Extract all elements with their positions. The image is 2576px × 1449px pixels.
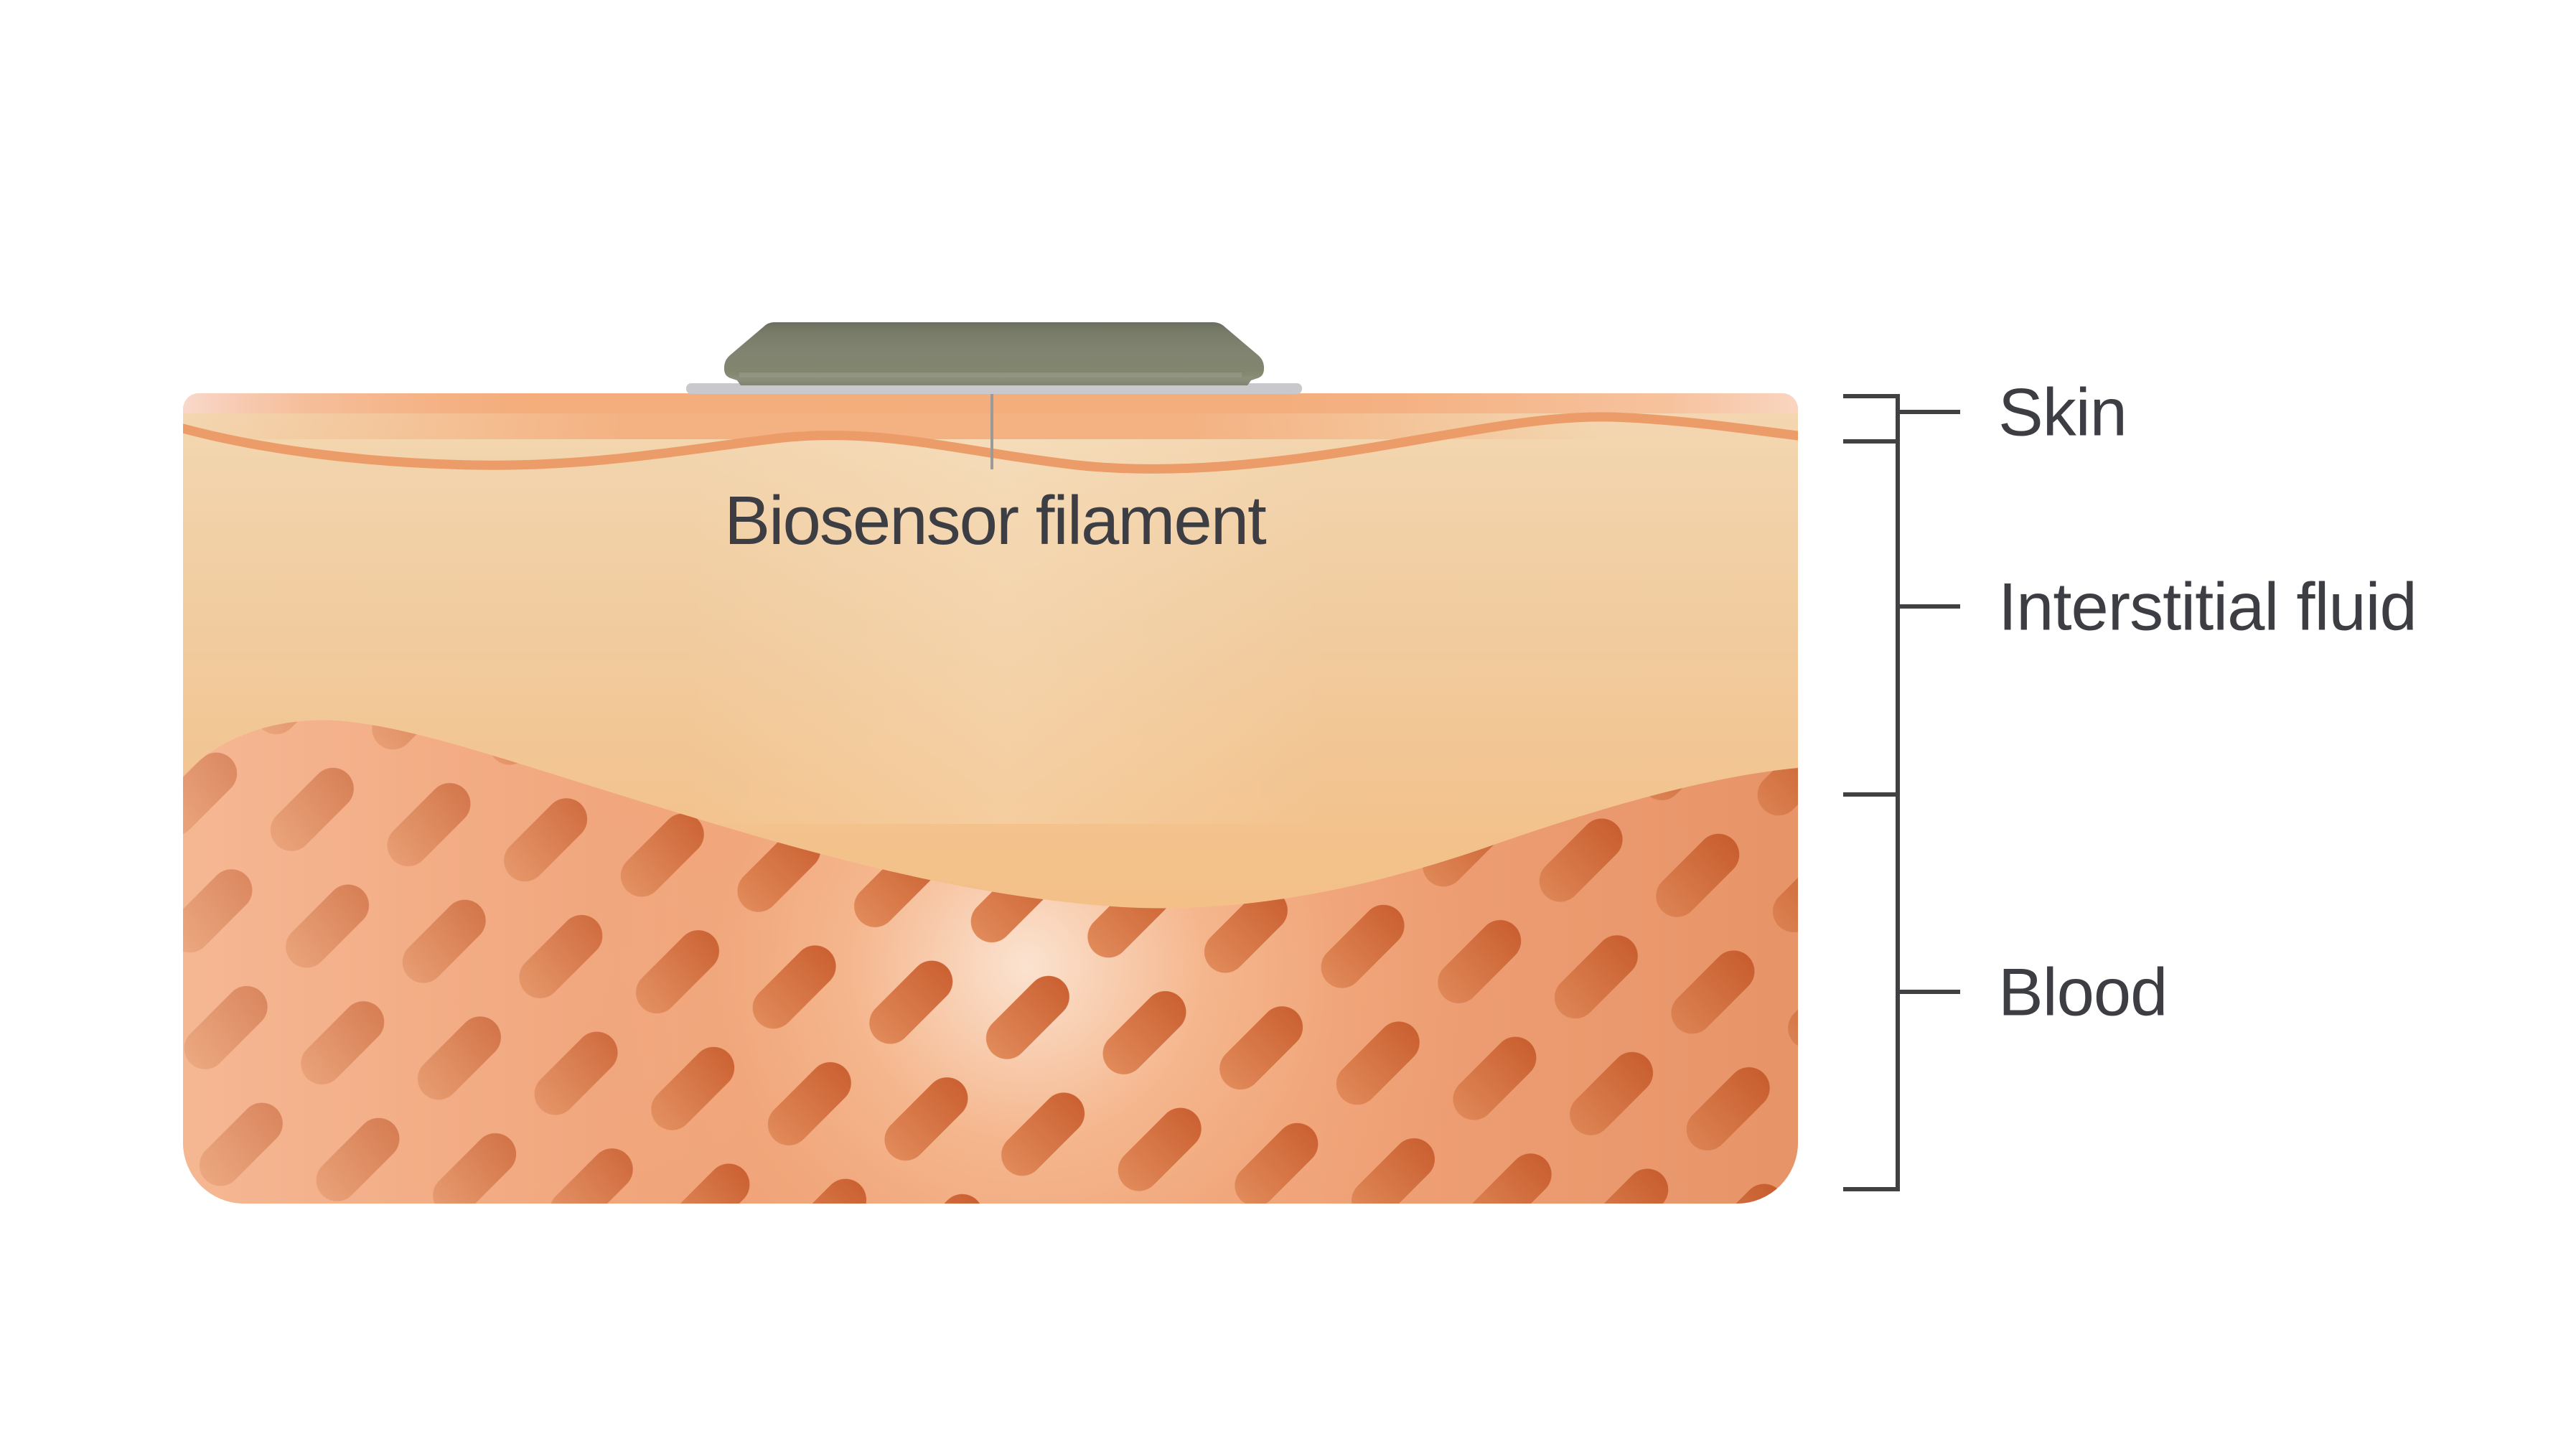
tissue-block (183, 393, 1798, 1204)
sensor-body-highlight (739, 372, 1242, 378)
biosensor-device (686, 322, 1302, 469)
sensor-body (724, 322, 1264, 385)
epidermis-wave (183, 412, 1798, 474)
layer-label-interstitial-fluid: Interstitial fluid (1998, 569, 2417, 644)
blood-side-tint (183, 720, 1798, 1204)
adhesive-plate (686, 383, 1302, 394)
biosensor-filament-label: Biosensor filament (724, 482, 1266, 559)
layer-label-skin: Skin (1998, 375, 2127, 450)
layer-bracket (1843, 394, 1960, 1191)
layer-label-blood: Blood (1998, 955, 2167, 1030)
blood-layer (183, 720, 1798, 1204)
